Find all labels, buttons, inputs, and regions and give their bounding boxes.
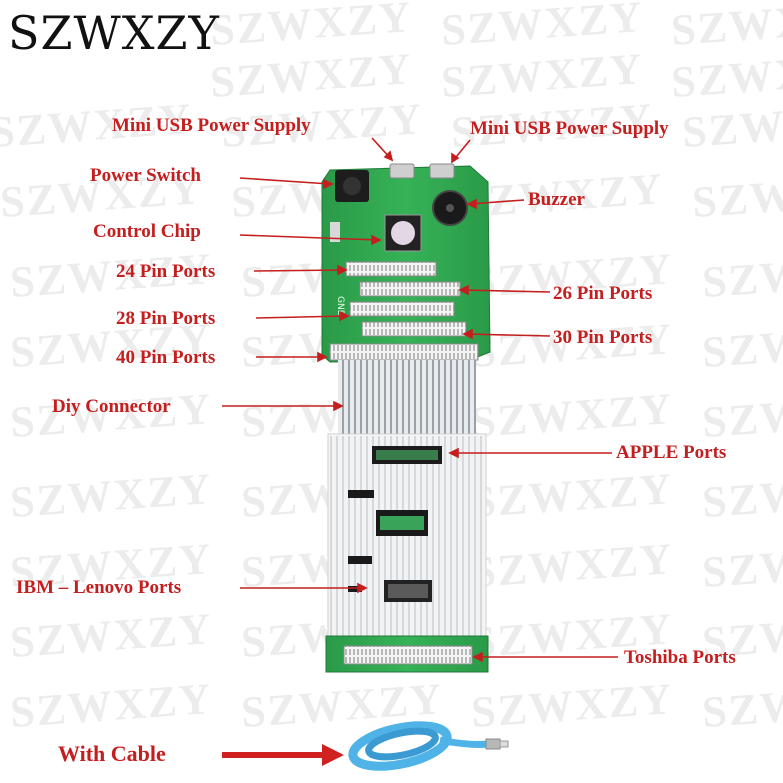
- label-28-pin-ports: 28 Pin Ports: [116, 308, 216, 329]
- label-26-pin-ports: 26 Pin Ports: [553, 283, 653, 304]
- label-power-switch: Power Switch: [90, 165, 201, 186]
- label-apple-ports: APPLE Ports: [616, 442, 727, 463]
- brand-title: SZWXZY: [8, 6, 220, 60]
- port-40-pin: [329, 343, 479, 361]
- label-toshiba-ports: Toshiba Ports: [624, 647, 736, 668]
- mini-usb-port-right: [429, 163, 455, 179]
- callout-arrows: [222, 137, 618, 663]
- label-diy-connector: Diy Connector: [52, 396, 171, 417]
- label-with-cable: With Cable: [58, 741, 166, 766]
- port-28-pin: [349, 301, 455, 317]
- port-30-pin: [361, 321, 467, 337]
- mini-usb-port-left: [389, 163, 415, 179]
- toshiba-port: [343, 645, 473, 665]
- diy-connector-ribbon: [338, 360, 476, 436]
- label-mini-usb-right: Mini USB Power Supply: [470, 118, 669, 139]
- label-mini-usb-left: Mini USB Power Supply: [112, 115, 311, 136]
- label-24-pin-ports: 24 Pin Ports: [116, 261, 216, 282]
- usb-cable: [222, 721, 509, 771]
- label-buzzer: Buzzer: [528, 189, 585, 210]
- port-24-pin: [345, 261, 437, 277]
- port-26-pin: [359, 281, 461, 297]
- label-control-chip: Control Chip: [93, 221, 201, 242]
- gnd-label: GND: [335, 296, 345, 317]
- label-30-pin-ports: 30 Pin Ports: [553, 327, 653, 348]
- label-40-pin-ports: 40 Pin Ports: [116, 347, 216, 368]
- label-ibm-lenovo-ports: IBM – Lenovo Ports: [16, 577, 182, 598]
